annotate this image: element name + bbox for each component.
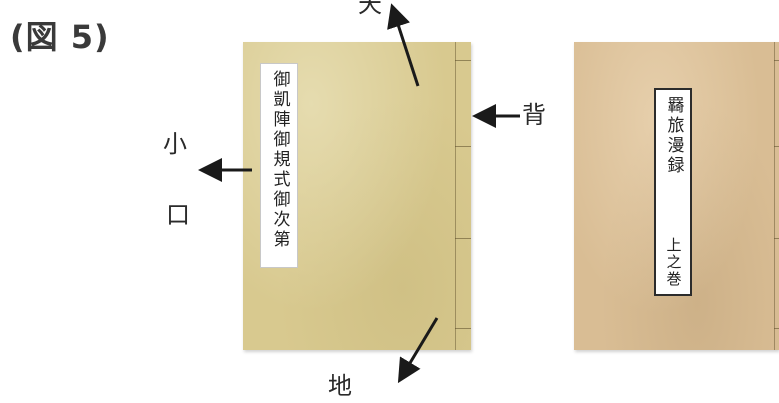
book-right-volume: 上之巻 — [664, 237, 683, 288]
arrow-top — [387, 3, 420, 87]
book-right-title-slip: 羇旅漫録 上之巻 — [654, 88, 692, 296]
book-right-title: 羇旅漫録 — [663, 96, 684, 176]
stitch-mark — [774, 60, 779, 61]
stitch-mark — [455, 238, 471, 239]
label-bottom: 地 — [328, 372, 352, 400]
book-left-title-slip: 御凱陣御規式御次第 — [260, 63, 298, 268]
arrow-bottom — [397, 317, 439, 384]
stitch-mark — [455, 328, 471, 329]
book-left-title: 御凱陣御規式御次第 — [269, 70, 290, 250]
figure-label: (図 5) — [10, 18, 110, 56]
label-fore-edge-1: 小 — [163, 130, 187, 158]
spine-line — [455, 42, 456, 350]
stitch-mark — [455, 60, 471, 61]
stitch-mark — [455, 146, 471, 147]
label-spine: 背 — [522, 101, 546, 129]
spine-line — [774, 42, 775, 350]
stitch-mark — [774, 328, 779, 329]
label-top: 天 — [358, 0, 382, 18]
stitch-mark — [774, 146, 779, 147]
stitch-mark — [774, 238, 779, 239]
label-fore-edge-2: 口 — [166, 201, 190, 229]
